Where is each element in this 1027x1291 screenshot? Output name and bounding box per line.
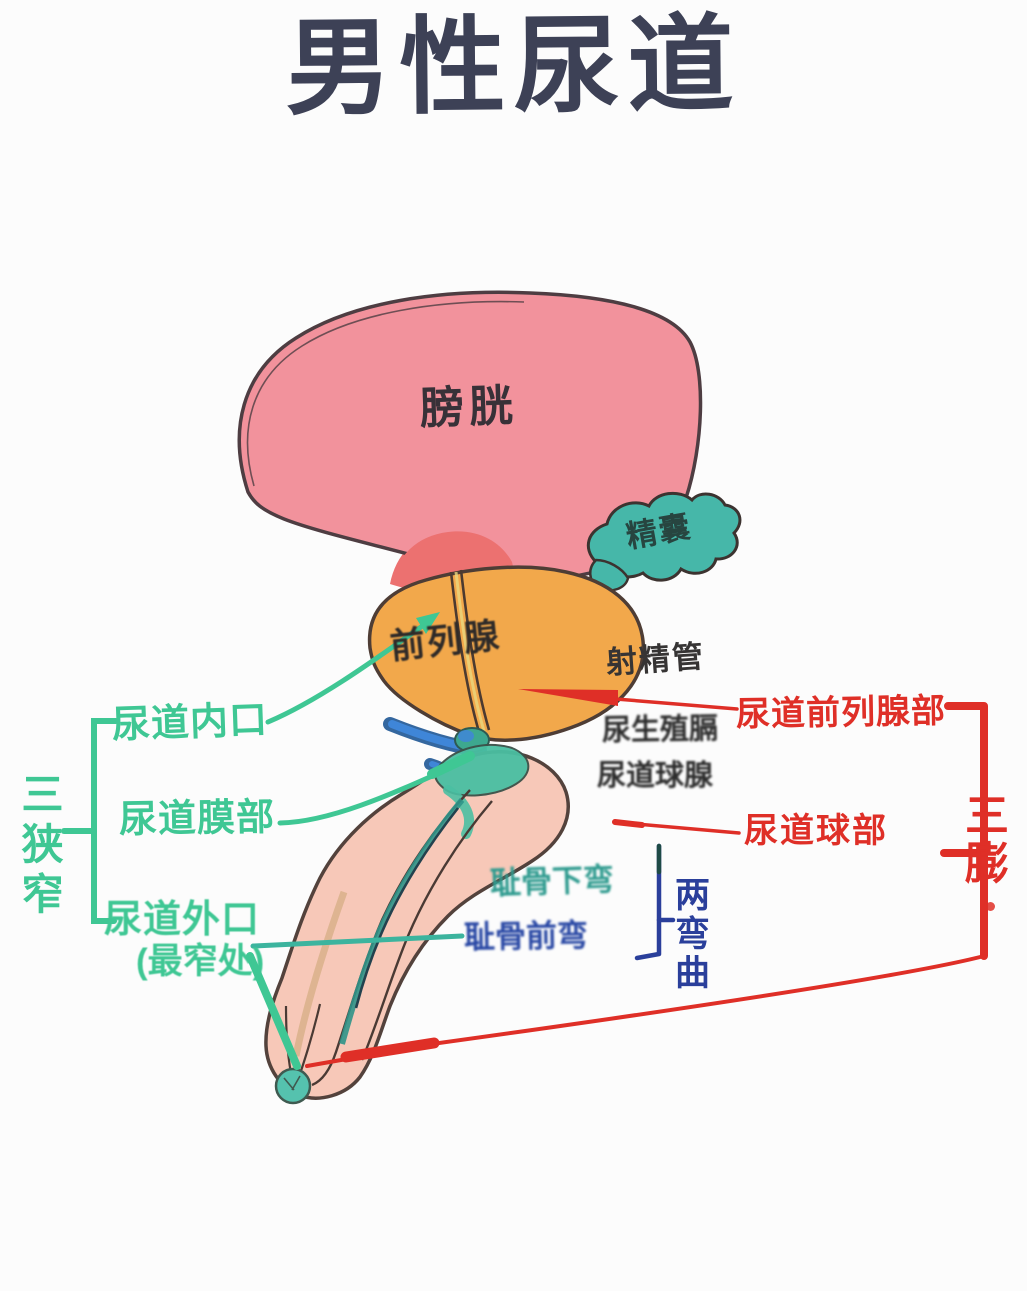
narrowest-point-label: (最窄处) <box>136 942 265 981</box>
internal-orifice-arrowhead <box>416 612 440 634</box>
curvatures-bracket <box>634 843 662 961</box>
seminal-vesicle-shape <box>586 491 742 582</box>
page-title: 男性尿道 <box>284 6 743 128</box>
corpus-strip <box>292 890 348 1057</box>
narrowings-bracket <box>91 718 119 924</box>
bladder-label: 膀胱 <box>419 381 519 434</box>
shaft-urethra-teal <box>339 798 465 1045</box>
bladder-shape <box>237 290 703 586</box>
bulbourethral-gland-label: 尿道球腺 <box>597 760 714 792</box>
three-dilations-label: 三膨 <box>958 792 1007 888</box>
subpubic-curve-label: 耻骨下弯 <box>489 861 615 902</box>
membranous-part-label: 尿道膜部 <box>118 796 276 842</box>
three-dilations-dot <box>986 902 995 911</box>
glans-tip-lines <box>283 1075 301 1091</box>
prepubic-curve-label: 耻骨前弯 <box>463 917 589 956</box>
dilations-bracket <box>944 702 988 960</box>
internal-orifice-leader <box>265 619 431 725</box>
internal-orifice-label: 尿道内口 <box>111 699 269 747</box>
bladder-rim-line <box>246 300 525 487</box>
penis-shape <box>264 750 570 1100</box>
shaft-line-inner <box>360 800 493 1061</box>
prostatic-part-label: 尿道前列腺部 <box>735 692 947 734</box>
urogenital-diaphragm-label: 尿生殖膈 <box>601 712 719 748</box>
prostatic-urethra-line-right <box>459 569 491 731</box>
dilations-arrow-body <box>340 1037 440 1063</box>
external-orifice-label: 尿道外口 <box>104 899 261 941</box>
glans-tip <box>274 1067 312 1105</box>
bulbar-part-leader-tip <box>612 819 645 828</box>
prostatic-part-arrowhead <box>518 689 618 706</box>
prostatic-part-leader <box>614 697 739 711</box>
prostatic-urethra-lumen <box>454 571 486 732</box>
colliculus-blob-blue <box>458 730 474 742</box>
shaft-urethra-core <box>354 807 460 1009</box>
ejaculatory-duct-label: 射精管 <box>604 638 707 681</box>
bulbar-part-label: 尿道球部 <box>744 812 888 850</box>
three-narrowings-label: 三狭窄 <box>16 772 63 922</box>
membranous-arrow-body <box>427 751 475 779</box>
prostatic-urethra-line-left <box>449 571 481 733</box>
dilations-diagonal-leader <box>305 954 986 1068</box>
prepubic-curve-line <box>250 933 465 949</box>
external-orifice-leader <box>246 952 301 1070</box>
two-curvatures-label: 两弯曲 <box>670 876 709 993</box>
